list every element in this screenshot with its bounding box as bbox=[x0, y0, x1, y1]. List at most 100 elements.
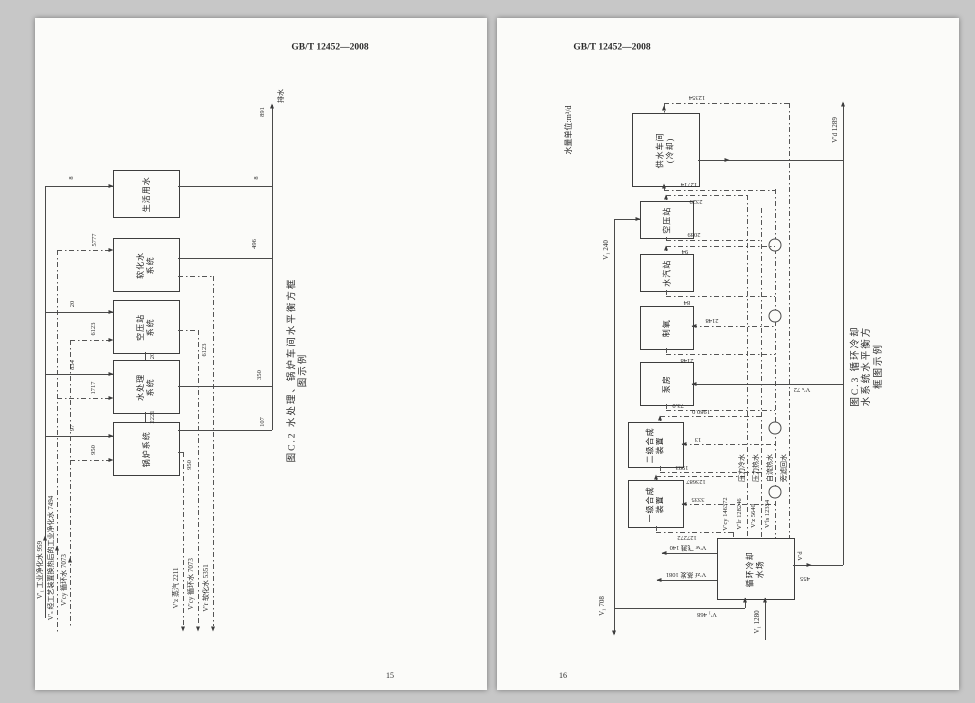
rail-value: V₁ 708 bbox=[597, 596, 606, 616]
rail-exchanged-water bbox=[57, 250, 58, 633]
water-line-label: 压力热水 bbox=[751, 454, 760, 482]
unit-note: 水量单位:m³/d bbox=[564, 105, 574, 155]
flow-line bbox=[692, 326, 775, 327]
flow-value: 1717 bbox=[90, 381, 98, 395]
flow-line bbox=[213, 276, 214, 626]
collector-line bbox=[733, 532, 734, 538]
flow-line bbox=[178, 430, 272, 431]
water-line-label: 自流热水 bbox=[765, 454, 774, 482]
arrow-right-icon bbox=[108, 396, 114, 400]
process-box-pump-house: 泵房 bbox=[640, 362, 694, 406]
arrow-up-icon bbox=[270, 103, 274, 109]
output-stream-label: V′w 飞溅 140 bbox=[669, 543, 707, 551]
arrow-up-icon bbox=[662, 105, 666, 111]
output-stream-label: V′r 软化水 5351 bbox=[201, 564, 210, 612]
arrow-up-icon bbox=[743, 597, 747, 603]
flow-value: 107 bbox=[259, 417, 267, 427]
flow-value: 73.0 bbox=[672, 401, 684, 409]
box-label: 空压站 bbox=[661, 206, 671, 234]
flow-line bbox=[660, 416, 761, 417]
flow-value: 84 bbox=[683, 298, 691, 306]
flow-value: 1980.0 bbox=[692, 407, 710, 415]
flow-value: 2148 bbox=[705, 316, 719, 324]
rail-industrial-water bbox=[45, 186, 46, 618]
rail-symbol: V′d bbox=[797, 551, 805, 561]
process-box-boiler: 锅炉系统 bbox=[113, 422, 180, 476]
arrow-down-icon bbox=[181, 626, 185, 632]
output-stream-label: V′z 蒸汽 2211 bbox=[171, 567, 180, 609]
flow-value: 5777 bbox=[91, 233, 99, 247]
flow-value: 950 bbox=[90, 445, 98, 455]
flow-value: 94 bbox=[681, 247, 689, 255]
box-label: 生活用水 bbox=[141, 175, 151, 212]
process-box-steam-station: 水汽站 bbox=[640, 254, 694, 292]
flow-line bbox=[57, 398, 113, 399]
flow-line bbox=[664, 190, 775, 191]
rail-value: 455 bbox=[800, 574, 810, 582]
flow-line bbox=[660, 472, 761, 473]
flow-line bbox=[656, 476, 747, 477]
arrow-up-icon bbox=[841, 101, 845, 107]
flow-line bbox=[178, 276, 213, 277]
box-label: 水汽站 bbox=[661, 259, 671, 287]
input-stream-label: V′z 5640 bbox=[750, 504, 758, 528]
flow-value: 8 bbox=[68, 176, 76, 180]
input-stream-label: V′₁ 工业净化水 959 bbox=[35, 540, 44, 600]
arrow-right-icon bbox=[108, 458, 114, 462]
flow-line bbox=[178, 258, 272, 259]
output-stream-label: V′cy 循环水 7073 bbox=[186, 558, 195, 610]
flow-line bbox=[45, 436, 113, 437]
flow-value: 6123 bbox=[201, 343, 209, 357]
box-label: 水处理 系统 bbox=[136, 373, 156, 401]
flow-value: 950 bbox=[186, 460, 194, 470]
flow-line bbox=[178, 330, 198, 331]
flow-line bbox=[45, 186, 113, 187]
flow-line bbox=[57, 250, 113, 251]
input-stream-label: V′cy 146372 bbox=[722, 497, 730, 531]
flow-meter-icon bbox=[768, 309, 782, 323]
flow-value: 834 bbox=[69, 360, 77, 370]
rail-value: V′ₛ 72 bbox=[793, 385, 811, 393]
box-label: 制氧 bbox=[661, 318, 671, 337]
flow-value: 8 bbox=[253, 176, 261, 180]
box-label: 泵房 bbox=[661, 374, 671, 393]
rail-value: V₁ 240 bbox=[601, 240, 610, 260]
flow-line bbox=[614, 219, 640, 220]
collector-line-pressure-hot bbox=[761, 208, 762, 538]
flow-value: 123687 bbox=[686, 477, 706, 485]
flow-value: 12714 bbox=[680, 180, 698, 188]
arrow-down-icon bbox=[211, 626, 215, 632]
arrow-right-icon bbox=[108, 184, 114, 188]
flow-line bbox=[45, 312, 113, 313]
arrow-up-icon bbox=[763, 597, 767, 603]
arrow-left-icon bbox=[691, 382, 697, 386]
box-label: 一级合成 装置 bbox=[645, 486, 665, 522]
arrow-up-icon bbox=[664, 245, 668, 251]
arrow-right-icon bbox=[806, 563, 812, 567]
page-16: GB/T 12452—2008 水量单位:m³/d 供水车间 (冷却) 空压站 … bbox=[497, 18, 959, 690]
rail-circulating-water bbox=[70, 340, 71, 628]
box-label: 循环冷却 水场 bbox=[745, 551, 765, 587]
flow-value: 20 bbox=[149, 352, 157, 360]
box-label: 空压站 系统 bbox=[136, 313, 156, 341]
arrow-up-icon bbox=[658, 415, 662, 421]
arrow-down-icon bbox=[196, 626, 200, 632]
process-box-oxygen: 制氧 bbox=[640, 306, 694, 350]
flow-line bbox=[145, 352, 146, 360]
water-line-label: 旁滤回水 bbox=[779, 454, 788, 482]
box-label: 二级合成 装置 bbox=[645, 427, 665, 463]
flow-line bbox=[614, 608, 745, 609]
flow-line bbox=[178, 452, 183, 453]
arrow-right-icon bbox=[108, 248, 114, 252]
flow-value: 20 bbox=[69, 300, 77, 308]
rail-value: V₁ 1280 bbox=[752, 610, 761, 634]
box-label: 供水车间 (冷却) bbox=[655, 132, 675, 168]
arrow-up-icon bbox=[654, 474, 658, 480]
flow-line bbox=[682, 504, 775, 505]
page-15: GB/T 12452—2008 排水 891 生活用水 软化水 系统 空压站 系… bbox=[35, 18, 487, 690]
flow-value: 97 bbox=[69, 424, 77, 432]
flow-line bbox=[70, 460, 113, 461]
flow-value: 2148 bbox=[680, 356, 694, 364]
flow-line bbox=[666, 246, 775, 247]
